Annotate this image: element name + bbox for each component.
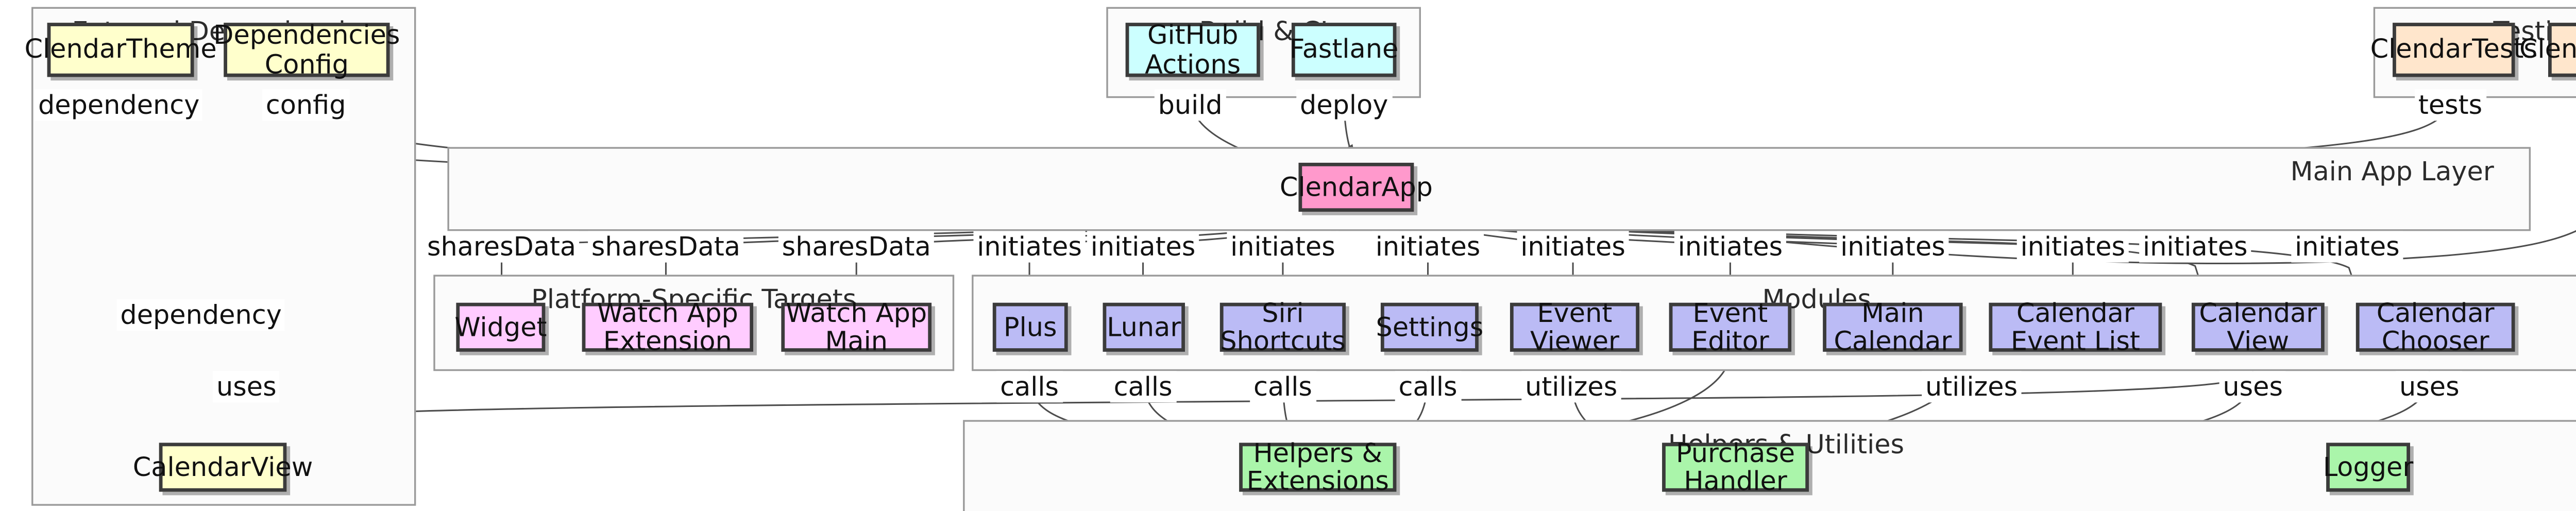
edge-label: initiates [1087, 231, 1199, 263]
node-clendaruitests[interactable]: ClendarUITests [2519, 23, 2576, 77]
edge-label: initiates [973, 231, 1086, 263]
edge-label: initiates [1227, 231, 1339, 263]
edge-label: tests [2415, 89, 2486, 121]
node-github-actions[interactable]: GitHub Actions [1125, 19, 1260, 80]
node-label: Calendar Chooser [2376, 296, 2495, 357]
edge-label: initiates [1517, 231, 1629, 263]
node-label: ClendarTests [2370, 33, 2537, 65]
node-clendarapp[interactable]: ClendarApp [1280, 162, 1433, 212]
node-label: Widget [454, 311, 547, 343]
node-main-calendar[interactable]: Main Calendar [1823, 298, 1963, 355]
node-calendar-view[interactable]: Calendar View [2191, 298, 2325, 355]
node-label: Calendar View [2199, 296, 2317, 357]
node-event-viewer[interactable]: Event Viewer [1510, 298, 1639, 355]
edge-label: calls [1250, 371, 1316, 403]
edge-label: utilizes [1922, 371, 2021, 403]
cluster-external-dependencies: External Dependencies [31, 7, 416, 506]
edge-label: initiates [2139, 231, 2251, 263]
node-label: Event Viewer [1530, 296, 1619, 357]
node-siri-shortcuts[interactable]: Siri Shortcuts [1219, 298, 1346, 355]
edge-label: sharesData [423, 231, 580, 263]
node-label: ClendarUITests [2519, 33, 2576, 65]
node-label: Siri Shortcuts [1220, 296, 1346, 357]
edge-label: initiates [2016, 231, 2129, 263]
node-watch-app-extension[interactable]: Watch App Extension [582, 298, 754, 355]
node-dependencies-config[interactable]: Dependencies Config [213, 21, 400, 78]
edge-label: dependency [35, 89, 204, 121]
edge-label: deploy [1296, 89, 1392, 121]
node-label: Watch App Main [786, 296, 927, 357]
cluster-title-main-app-layer: Main App Layer [2290, 156, 2494, 188]
node-fastlane[interactable]: Fastlane [1290, 23, 1399, 77]
edge-label: initiates [2291, 231, 2403, 263]
node-label: Purchase Handler [1676, 436, 1795, 497]
edge-label: initiates [1674, 231, 1786, 263]
node-calendarview-external[interactable]: CalendarView [133, 442, 313, 492]
edge-label: uses [2396, 371, 2463, 403]
edge-label: sharesData [778, 231, 935, 263]
edge-label: build [1154, 89, 1226, 121]
node-label: Lunar [1107, 311, 1181, 343]
edge-label: uses [213, 371, 280, 403]
node-label: Main Calendar [1834, 296, 1952, 357]
edge-label: uses [2219, 371, 2286, 403]
node-settings[interactable]: Settings [1376, 302, 1483, 352]
edge-label: utilizes [1521, 371, 1621, 403]
node-watch-app-main[interactable]: Watch App Main [781, 298, 932, 355]
node-label: ClendarTheme [24, 33, 217, 65]
node-label: Helpers & Extensions [1246, 436, 1389, 497]
node-helpers-extensions[interactable]: Helpers & Extensions [1239, 438, 1397, 496]
node-label: Watch App Extension [597, 296, 738, 357]
node-label: Event Editor [1691, 296, 1769, 357]
node-plus[interactable]: Plus [992, 302, 1068, 352]
edge-label: dependency [116, 299, 285, 331]
node-lunar[interactable]: Lunar [1103, 302, 1185, 352]
edge-label: calls [1110, 371, 1176, 403]
node-label: Dependencies Config [213, 19, 400, 80]
cluster-main-app-layer: Main App Layer [447, 147, 2531, 231]
node-label: Settings [1376, 311, 1484, 343]
node-label: Fastlane [1290, 33, 1399, 65]
edge-label: initiates [1837, 231, 1949, 263]
node-label: CalendarView [132, 451, 313, 483]
node-label: Logger [2323, 451, 2414, 483]
node-label: ClendarApp [1279, 171, 1433, 203]
node-calendar-chooser[interactable]: Calendar Chooser [2355, 298, 2515, 355]
node-label: Plus [1003, 311, 1057, 343]
edge-label: calls [996, 371, 1062, 403]
edge-label: initiates [1371, 231, 1484, 263]
node-logger[interactable]: Logger [2323, 442, 2414, 492]
node-widget[interactable]: Widget [454, 302, 547, 352]
node-label: Calendar Event List [2010, 296, 2140, 357]
edge-label: calls [1395, 371, 1461, 403]
node-event-editor[interactable]: Event Editor [1669, 298, 1792, 355]
node-purchase-handler[interactable]: Purchase Handler [1662, 438, 1809, 496]
edge-label: config [262, 89, 350, 121]
node-label: GitHub Actions [1145, 19, 1241, 80]
node-clendartests[interactable]: ClendarTests [2370, 23, 2537, 77]
node-clendartheme[interactable]: ClendarTheme [24, 23, 217, 77]
node-calendar-event-list[interactable]: Calendar Event List [1989, 298, 2162, 355]
edge-label: sharesData [588, 231, 744, 263]
